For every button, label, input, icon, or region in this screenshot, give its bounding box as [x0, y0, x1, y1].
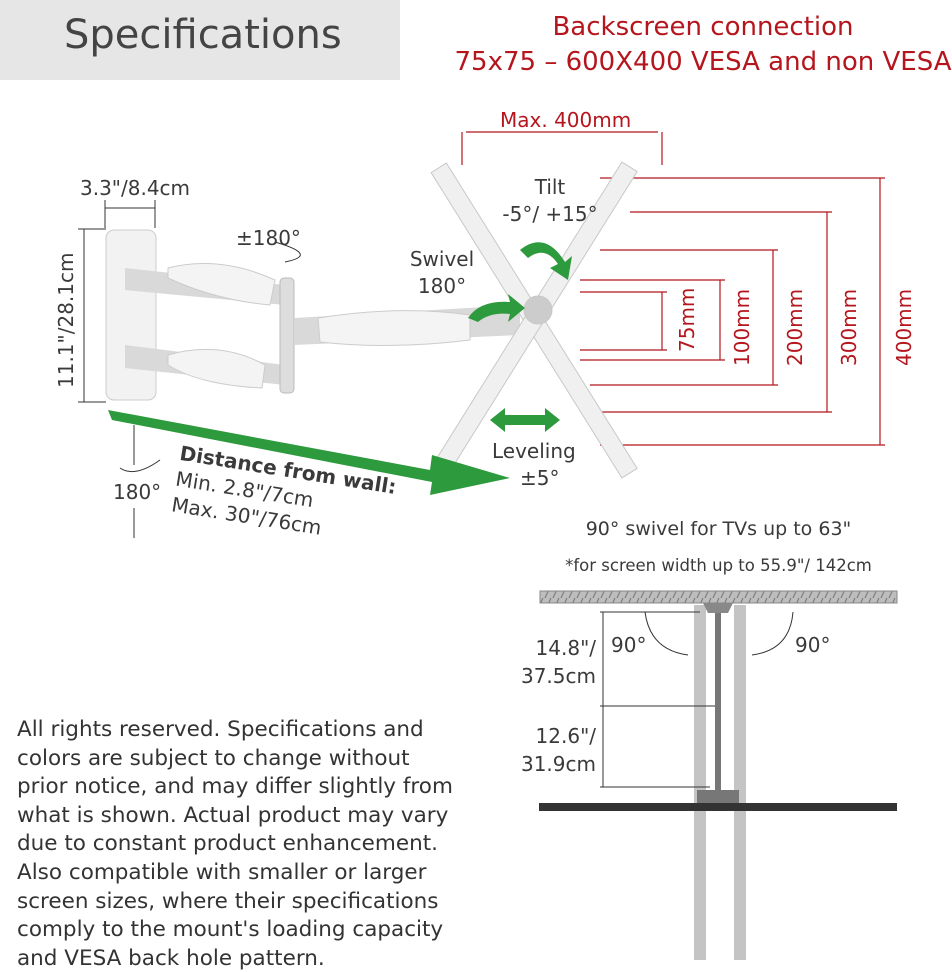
vesa-max-width: Max. 400mm: [500, 108, 632, 132]
disclaimer-line: screen sizes, where their specifications: [17, 888, 439, 914]
swivel-value: 180°: [417, 274, 467, 298]
disclaimer-line: and VESA back hole pattern.: [17, 945, 325, 971]
tilt-title: Tilt: [534, 175, 566, 199]
wall-rotation-label: 180°: [113, 480, 162, 504]
vesa-75mm-label: 75mm: [675, 287, 699, 352]
vesa-200mm-label: 200mm: [783, 288, 807, 366]
mount-height-label: 11.1"/28.1cm: [54, 252, 78, 388]
disclaimer-line: prior notice, and may differ slightly fr…: [17, 774, 453, 800]
upper-inches: 14.8"/: [535, 636, 596, 660]
upper-dimension-label: 14.8"/ 37.5cm: [510, 634, 596, 690]
lower-inches: 12.6"/: [535, 724, 596, 748]
leveling-label: Leveling ±5°: [492, 438, 576, 492]
page-title: Specifications: [64, 12, 342, 58]
backscreen-line2: 75x75 – 600X400 VESA and non VESA: [454, 47, 952, 77]
lower-dimension-label: 12.6"/ 31.9cm: [510, 722, 596, 778]
swivel-label: Swivel 180°: [400, 246, 484, 300]
distance-arrow: [108, 410, 510, 495]
disclaimer-line: colors are subject to change without: [17, 745, 410, 771]
header-banner: [0, 0, 400, 80]
angle-left-label: 90°: [611, 633, 647, 657]
vesa-100mm-label: 100mm: [730, 288, 754, 366]
green-arrows: [108, 242, 572, 495]
swivel-arrow: [468, 294, 525, 322]
tilt-value: -5°/ +15°: [502, 202, 598, 226]
swivel-title: Swivel: [409, 247, 475, 271]
tilt-arrow: [520, 242, 572, 280]
mount-depth-label: 3.3"/8.4cm: [80, 176, 191, 200]
angle-right-label: 90°: [795, 633, 831, 657]
backscreen-heading: Backscreen connection 75x75 – 600X400 VE…: [454, 10, 952, 80]
disclaimer-line: what is shown. Actual product may vary: [17, 802, 449, 828]
vesa-dimension-lines: [461, 131, 885, 446]
disclaimer-line: Also compatible with smaller or larger: [17, 859, 427, 885]
leveling-arrow: [490, 408, 560, 432]
disclaimer-line: due to constant product enhancement.: [17, 831, 438, 857]
swivel90-subtitle: *for screen width up to 55.9"/ 142cm: [565, 556, 872, 575]
wall-hatch: [539, 590, 898, 604]
disclaimer-line: All rights reserved. Specifications and: [17, 717, 424, 742]
vesa-400mm-label: 400mm: [892, 288, 916, 366]
leveling-value: ±5°: [520, 466, 560, 490]
wall-mount-arm: [105, 229, 520, 401]
disclaimer-text: All rights reserved. Specifications and …: [17, 716, 467, 972]
tilt-label: Tilt -5°/ +15°: [500, 174, 600, 228]
leveling-title: Leveling: [492, 439, 576, 463]
arm-rotation-label: ±180°: [236, 226, 301, 250]
swivel90-title: 90° swivel for TVs up to 63": [585, 518, 852, 540]
vesa-300mm-label: 300mm: [837, 288, 861, 366]
backscreen-line1: Backscreen connection: [552, 12, 854, 42]
mount-dimension-lines: [78, 200, 301, 538]
swivel90-diagram: [539, 590, 898, 960]
upper-cm: 37.5cm: [520, 664, 596, 688]
disclaimer-line: comply to the mount's loading capacity: [17, 917, 444, 943]
lower-cm: 31.9cm: [520, 752, 596, 776]
tv-bracket: [430, 161, 638, 479]
